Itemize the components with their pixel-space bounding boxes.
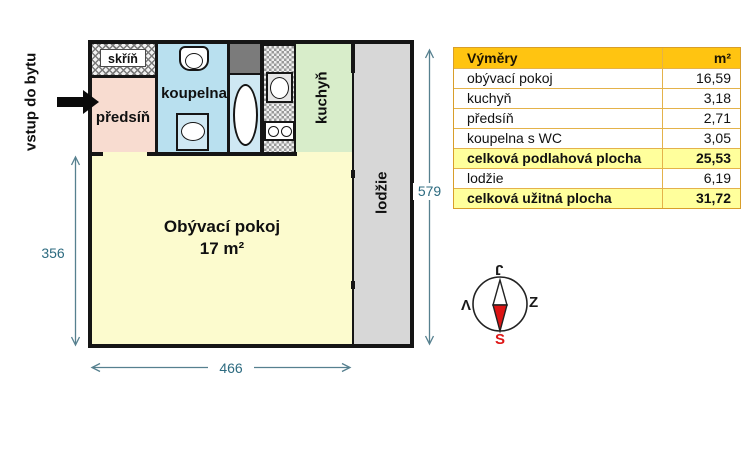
burner-icon <box>268 126 279 137</box>
bathtub-icon <box>233 84 258 146</box>
toilet-bowl-icon <box>185 53 203 69</box>
table-row: obývací pokoj 16,59 <box>454 68 740 88</box>
row-label: celková užitná plocha <box>454 189 663 208</box>
room-living <box>92 152 352 344</box>
room-kitchen <box>296 44 352 154</box>
wall-right <box>410 40 414 348</box>
wall-tub-counter <box>260 44 262 154</box>
entrance-label: vstup do bytu <box>22 52 40 152</box>
area-table-unit: m² <box>713 50 731 66</box>
utility-shaft <box>230 44 260 75</box>
row-value: 31,72 <box>695 190 731 206</box>
table-row-total-floor: celková podlahová plocha 25,53 <box>454 148 740 168</box>
wall-loggia-tick1 <box>351 170 355 178</box>
table-row: koupelna s WC 3,05 <box>454 128 740 148</box>
wall-bathroom-tub <box>227 44 230 154</box>
wall-under-closet <box>92 75 155 78</box>
entrance-arrow-head-icon <box>83 90 99 114</box>
compass-needle-north-icon <box>492 277 508 306</box>
compass-letter-bottom: S <box>495 331 506 348</box>
compass-letter-right: Z <box>529 294 539 311</box>
wall-bottom <box>88 344 414 348</box>
entrance-arrow-icon <box>57 97 83 107</box>
burner-icon <box>281 126 292 137</box>
wall-loggia-line <box>352 44 354 344</box>
area-table: Výměry m² obývací pokoj 16,59 kuchyň 3,1… <box>453 47 741 209</box>
row-value: 3,05 <box>703 130 731 146</box>
dimension-left-label: 356 <box>36 245 70 262</box>
row-label: předsíň <box>454 109 663 128</box>
row-label: celková podlahová plocha <box>454 149 663 168</box>
wall-living-top-right <box>147 152 297 156</box>
compass-icon <box>472 276 528 334</box>
table-row: kuchyň 3,18 <box>454 88 740 108</box>
bathroom-sink-icon <box>181 122 205 141</box>
living-room-area: 17 m² <box>199 239 245 258</box>
row-label: kuchyň <box>454 89 663 108</box>
row-label: lodžie <box>454 169 663 188</box>
compass-letter-top: J <box>495 261 504 278</box>
living-room-label: Obývací pokoj 17 m² <box>122 216 322 260</box>
dimension-left-arrow <box>70 155 81 347</box>
wall-loggia-tick2 <box>351 281 355 289</box>
kitchen-sink-icon <box>270 77 289 99</box>
table-row-total-usable: celková užitná plocha 31,72 <box>454 188 740 208</box>
area-table-title: Výměry <box>454 48 663 68</box>
row-value: 25,53 <box>695 150 731 166</box>
loggia-label: lodžie <box>373 171 391 215</box>
wall-loggia-top-segment <box>351 40 355 73</box>
wall-living-top-left <box>88 152 103 156</box>
kitchen-label: kuchyň <box>313 71 331 125</box>
hallway-label: předsíň <box>95 109 151 126</box>
row-value: 2,71 <box>703 110 731 126</box>
row-label: obývací pokoj <box>454 69 663 88</box>
wall-left <box>88 40 92 348</box>
living-room-name: Obývací pokoj <box>163 217 281 236</box>
row-value: 3,18 <box>703 90 731 106</box>
room-loggia <box>354 44 410 344</box>
row-value: 6,19 <box>703 170 731 186</box>
wall-hallway-bathroom <box>155 44 158 154</box>
wall-top <box>88 40 414 44</box>
row-value: 16,59 <box>695 70 731 86</box>
table-row: lodžie 6,19 <box>454 168 740 188</box>
compass-needle-south-icon <box>492 304 508 334</box>
closet-label: skříň <box>100 49 146 67</box>
bathroom-label: koupelna <box>161 85 227 102</box>
row-label: koupelna s WC <box>454 129 663 148</box>
stove-icon <box>264 121 295 141</box>
dimension-bottom-label: 466 <box>208 359 254 377</box>
compass-letter-left: V <box>461 296 472 313</box>
area-table-header: Výměry m² <box>454 48 740 68</box>
table-row: předsíň 2,71 <box>454 108 740 128</box>
dimension-right-label: 579 <box>413 183 446 200</box>
room-hallway <box>92 77 155 156</box>
